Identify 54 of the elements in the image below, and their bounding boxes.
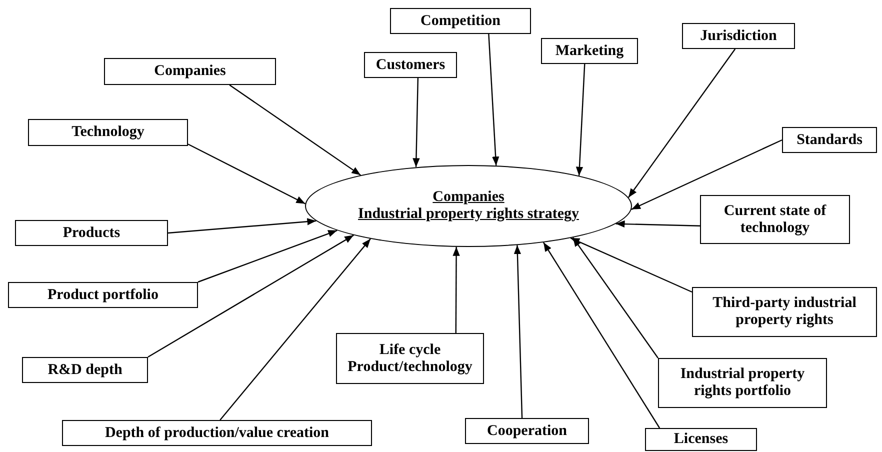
factor-label: Technology [72,124,144,141]
factor-label: Product portfolio [48,286,158,304]
factor-box [62,420,372,446]
factor-box [682,23,795,49]
arrow [570,237,692,293]
factor-box [700,195,850,244]
arrow [412,78,420,168]
arrow [631,139,782,210]
arrow [576,64,586,176]
arrow [628,48,736,198]
factor-label: Cooperation [487,422,567,440]
factor-label: Products [62,224,120,242]
arrow [616,220,700,228]
factor-label: Marketing [555,42,624,60]
factor-label: Jurisdiction [700,28,777,44]
factor-box [692,287,877,337]
factor-box [104,58,276,85]
factor-box [658,358,827,408]
arrow [514,245,523,418]
ellipse-heading: Companies [432,189,504,206]
factor-label: Current state of technology [722,202,828,236]
factor-label: Depth of production/value creation [104,424,330,442]
factor-box [541,38,638,64]
arrow [168,218,316,234]
factor-box [645,428,757,451]
factor-label: Licenses [674,431,728,448]
strategy-ellipse [305,165,632,247]
factor-label: Competition [420,12,500,30]
factor-box [390,8,531,34]
factor-label: Life cycle Product/technology [346,342,474,376]
factor-label: Companies [154,63,226,80]
factor-box [28,119,188,146]
factor-box [364,52,457,78]
arrow [572,237,658,358]
arrow [148,234,354,358]
factor-label: Standards [796,132,862,148]
arrow [198,230,338,283]
arrow [488,34,500,166]
factor-label: Third-party industrial property rights [712,295,858,329]
factor-label: R&D depth [48,362,122,378]
factor-box [8,282,198,308]
arrow [452,246,460,333]
factor-label: Industrial property rights portfolio [679,366,806,400]
arrow [188,144,306,204]
arrow [220,238,371,420]
factor-box [465,418,589,444]
factor-label: Customers [376,56,446,74]
factor-box [336,333,484,384]
ellipse-text: Industrial property rights strategy [358,206,579,223]
arrow [542,242,660,428]
factor-box [22,357,148,383]
factor-box [782,127,877,153]
factor-box [15,220,168,246]
arrow [229,84,361,176]
